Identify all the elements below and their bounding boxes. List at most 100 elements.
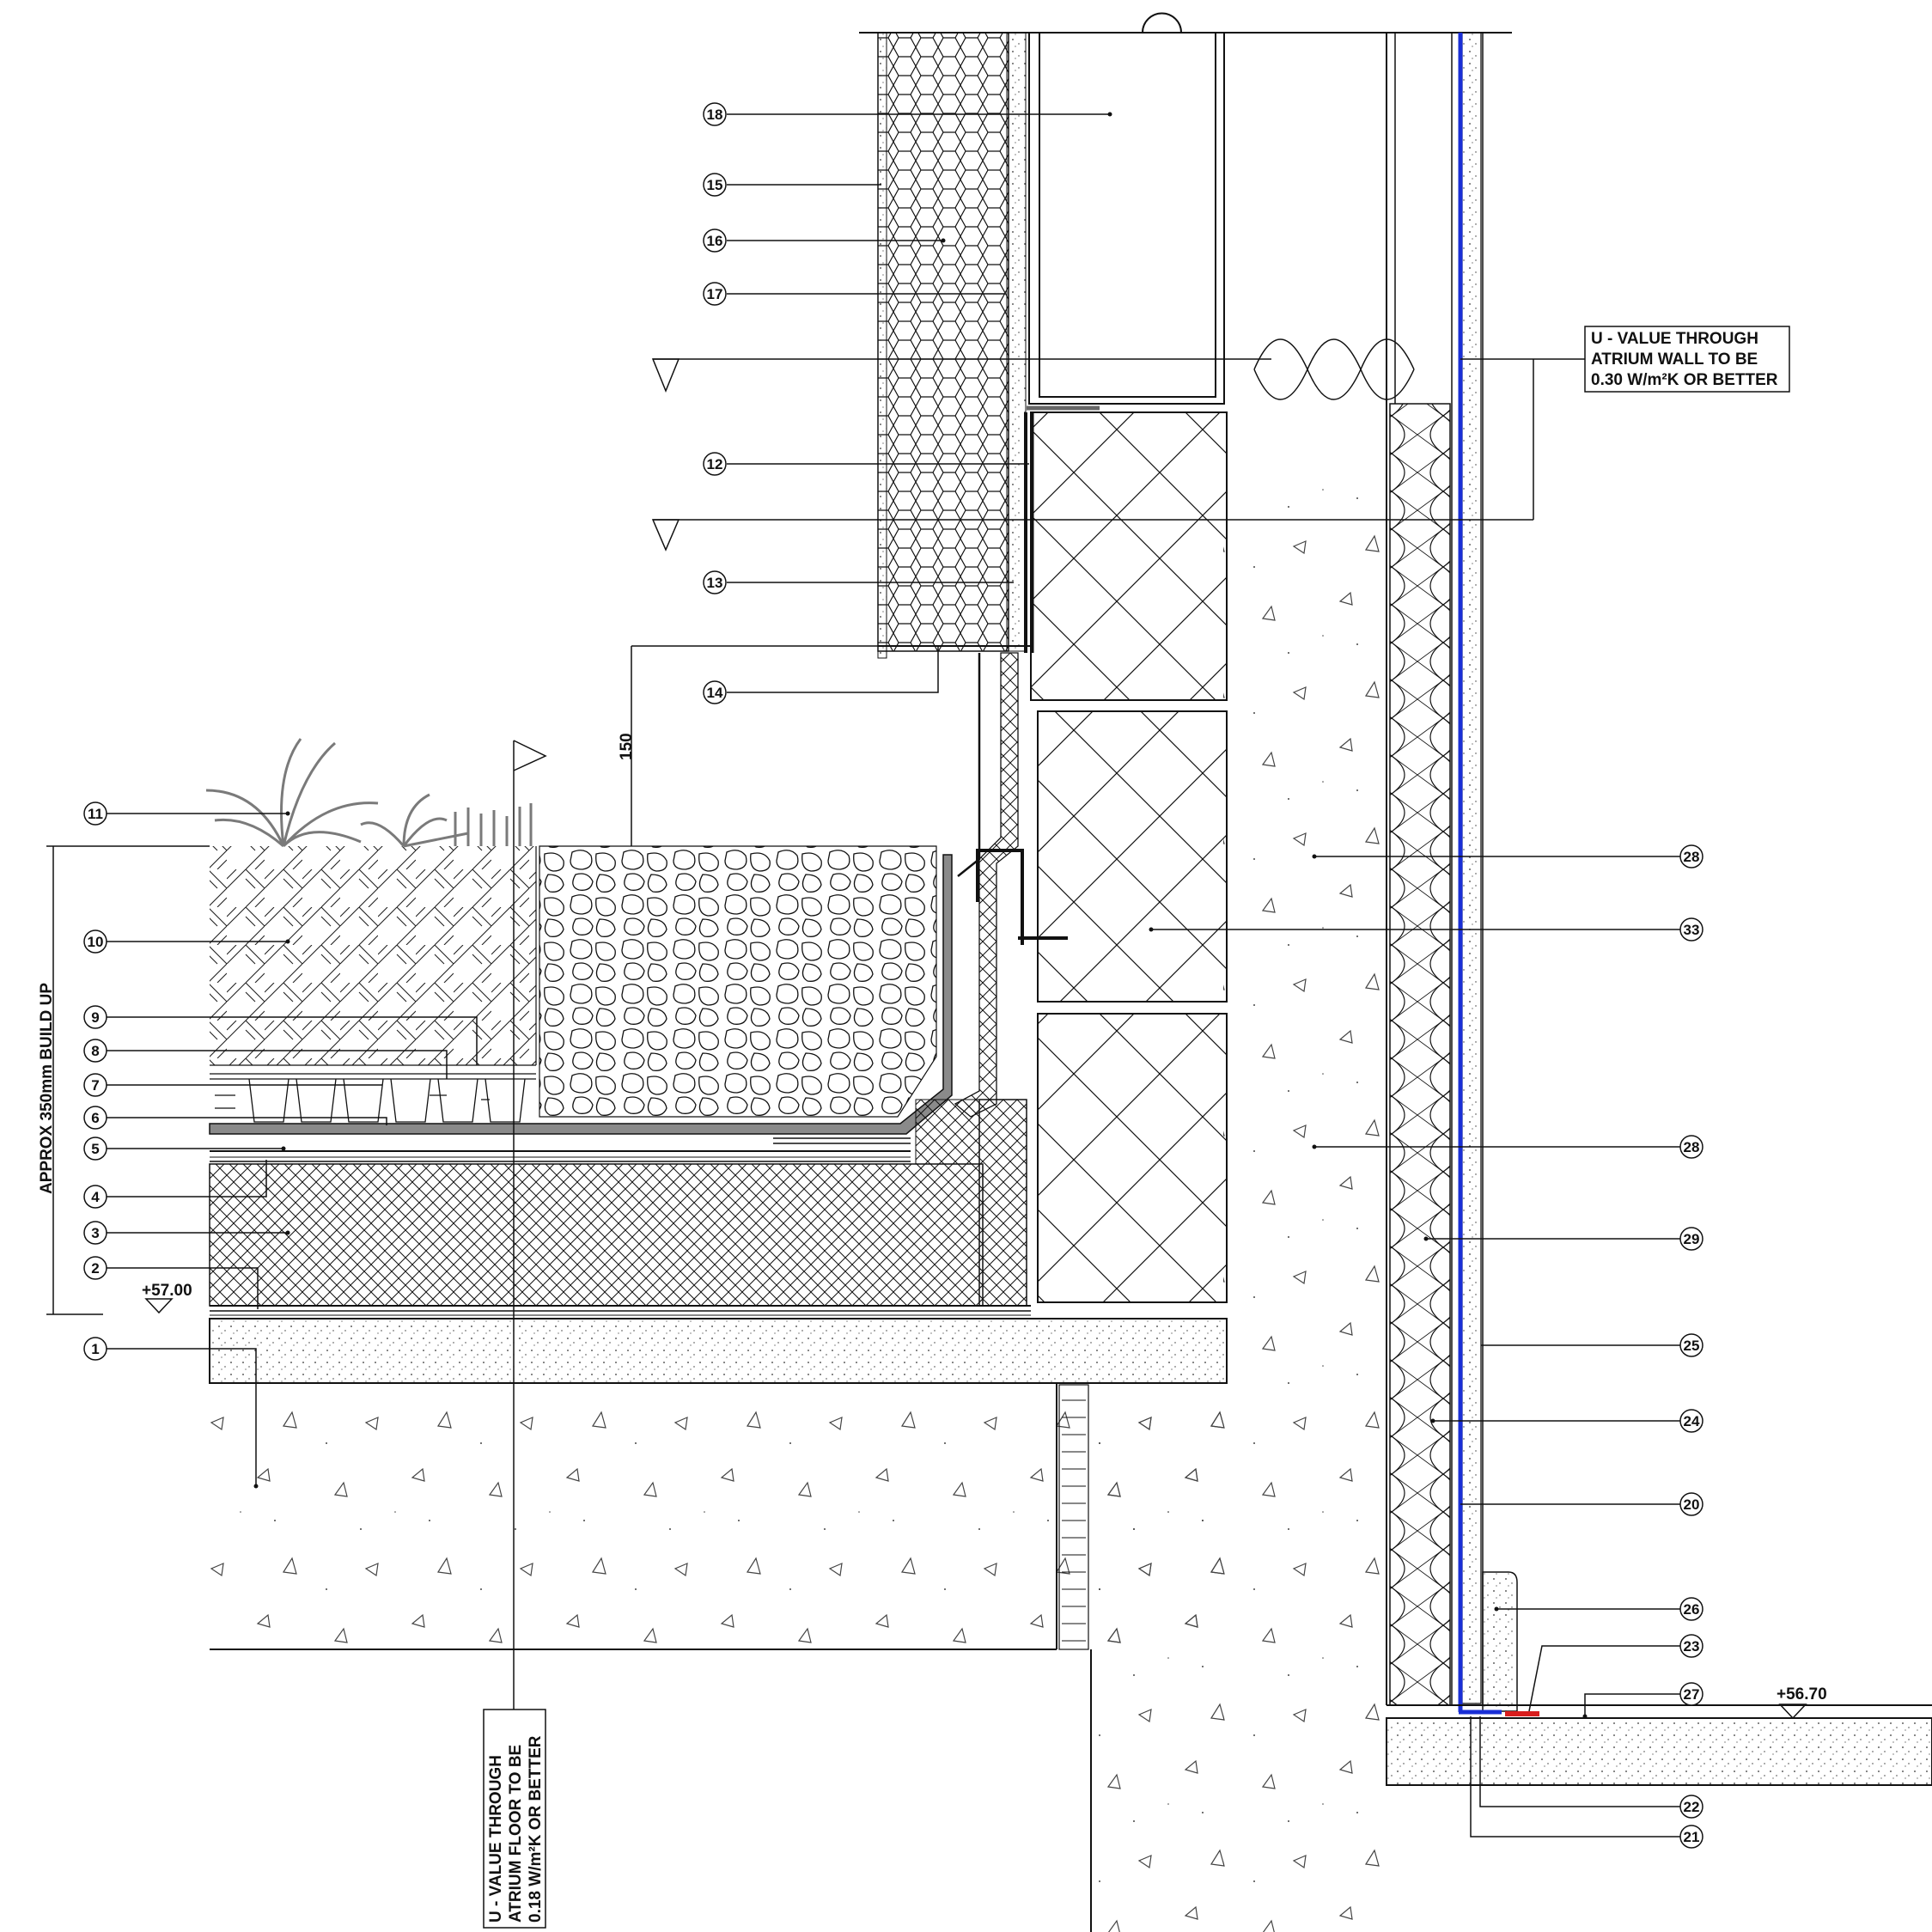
tag-22: 22 bbox=[1679, 1795, 1703, 1819]
tag-27: 27 bbox=[1679, 1682, 1703, 1706]
tag-14: 14 bbox=[703, 680, 727, 704]
capping-flashing bbox=[976, 849, 1024, 945]
svg-text:24: 24 bbox=[1684, 1413, 1700, 1429]
tag-17: 17 bbox=[703, 282, 727, 306]
svg-text:26: 26 bbox=[1684, 1601, 1700, 1618]
svg-text:6: 6 bbox=[91, 1110, 99, 1126]
tag-25: 25 bbox=[1679, 1333, 1703, 1357]
tag-12: 12 bbox=[703, 452, 727, 476]
wall-u-value-note: U - VALUE THROUGH ATRIUM WALL TO BE 0.30… bbox=[1584, 326, 1790, 393]
buildup-dimension bbox=[46, 845, 210, 1315]
floor-insulation bbox=[209, 1163, 984, 1307]
tag-9: 9 bbox=[83, 1005, 107, 1029]
svg-text:+57.00: +57.00 bbox=[142, 1282, 192, 1300]
tag-28-upper: 28 bbox=[1679, 844, 1703, 868]
floor-membranes bbox=[210, 1150, 1031, 1316]
upstand-membrane bbox=[954, 652, 1019, 1118]
svg-text:+56.70: +56.70 bbox=[1777, 1685, 1827, 1703]
svg-text:17: 17 bbox=[707, 286, 723, 302]
svg-text:7: 7 bbox=[91, 1077, 99, 1094]
planting bbox=[205, 738, 533, 848]
svg-text:28: 28 bbox=[1684, 849, 1700, 865]
tag-16: 16 bbox=[703, 229, 727, 253]
tag-11: 11 bbox=[83, 801, 107, 826]
right-leaders bbox=[1151, 856, 1680, 1838]
tag-1: 1 bbox=[83, 1337, 107, 1361]
dimension-150-label: 150 bbox=[618, 733, 636, 760]
svg-text:22: 22 bbox=[1684, 1799, 1700, 1815]
svg-text:3: 3 bbox=[91, 1225, 99, 1241]
tag-28-lower: 28 bbox=[1679, 1135, 1703, 1159]
protection-board bbox=[209, 854, 953, 1135]
upper-cladding bbox=[877, 32, 1034, 659]
svg-text:28: 28 bbox=[1684, 1139, 1700, 1155]
svg-text:33: 33 bbox=[1684, 922, 1700, 938]
finished-floor-slab bbox=[1386, 1717, 1932, 1786]
upper-frame bbox=[859, 12, 1512, 411]
tag-26: 26 bbox=[1679, 1597, 1703, 1621]
atrium-wall-insulation bbox=[1389, 403, 1451, 1706]
upstand-insulation bbox=[978, 1099, 1027, 1307]
screed-slab bbox=[209, 1318, 1228, 1384]
skirting bbox=[1482, 1571, 1518, 1712]
datum-lines bbox=[651, 358, 1585, 552]
floor-u-value-note: U - VALUE THROUGH ATRIUM FLOOR TO BE 0.1… bbox=[483, 1709, 546, 1929]
svg-text:20: 20 bbox=[1684, 1496, 1700, 1513]
left-leaders bbox=[107, 113, 1110, 1486]
tag-6: 6 bbox=[83, 1106, 107, 1130]
svg-text:U - VALUE THROUGH: U - VALUE THROUGH bbox=[487, 1755, 505, 1923]
tag-13: 13 bbox=[703, 570, 727, 594]
svg-text:10: 10 bbox=[88, 934, 104, 950]
svg-text:18: 18 bbox=[707, 107, 723, 123]
svg-text:ATRIUM FLOOR TO BE: ATRIUM FLOOR TO BE bbox=[507, 1745, 525, 1923]
svg-text:2: 2 bbox=[91, 1260, 99, 1277]
growing-medium bbox=[210, 846, 536, 1065]
svg-text:25: 25 bbox=[1684, 1338, 1700, 1354]
tag-7: 7 bbox=[83, 1073, 107, 1097]
svg-text:1: 1 bbox=[91, 1341, 99, 1357]
svg-text:8: 8 bbox=[91, 1043, 99, 1059]
buildup-label: APPROX 350mm BUILD UP bbox=[38, 983, 56, 1194]
tag-21: 21 bbox=[1679, 1825, 1703, 1849]
svg-text:4: 4 bbox=[91, 1189, 100, 1205]
tag-15: 15 bbox=[703, 173, 727, 197]
svg-text:9: 9 bbox=[91, 1009, 99, 1026]
svg-text:27: 27 bbox=[1684, 1686, 1700, 1703]
tag-24: 24 bbox=[1679, 1409, 1703, 1433]
svg-text:15: 15 bbox=[707, 177, 723, 193]
svg-text:13: 13 bbox=[707, 575, 723, 591]
tag-2: 2 bbox=[83, 1256, 107, 1280]
svg-text:U - VALUE THROUGH: U - VALUE THROUGH bbox=[1591, 330, 1758, 348]
tag-29: 29 bbox=[1679, 1227, 1703, 1251]
tag-4: 4 bbox=[83, 1185, 107, 1209]
tag-3: 3 bbox=[83, 1221, 107, 1245]
tag-10: 10 bbox=[83, 929, 107, 954]
tag-20: 20 bbox=[1679, 1492, 1703, 1516]
dimension-150 bbox=[631, 645, 878, 846]
concrete-slab-lower bbox=[210, 481, 1391, 1932]
svg-text:ATRIUM WALL TO BE: ATRIUM WALL TO BE bbox=[1591, 350, 1758, 369]
svg-text:29: 29 bbox=[1684, 1231, 1700, 1247]
tag-8: 8 bbox=[83, 1039, 107, 1063]
tag-5: 5 bbox=[83, 1137, 107, 1161]
svg-text:12: 12 bbox=[707, 456, 723, 472]
svg-text:5: 5 bbox=[91, 1141, 99, 1157]
leader-dots bbox=[253, 112, 1588, 1719]
tag-33: 33 bbox=[1679, 917, 1703, 942]
drainage-cells bbox=[210, 1073, 536, 1123]
tag-23: 23 bbox=[1679, 1634, 1703, 1658]
level-marker-upper: +57.00 bbox=[142, 1282, 192, 1314]
wall-board bbox=[1461, 32, 1482, 1704]
svg-text:16: 16 bbox=[707, 233, 723, 249]
svg-text:23: 23 bbox=[1684, 1638, 1700, 1655]
svg-text:14: 14 bbox=[707, 685, 723, 701]
svg-text:11: 11 bbox=[88, 806, 103, 822]
pebble-strip bbox=[539, 845, 937, 1118]
flag-icon bbox=[513, 740, 547, 771]
tag-18: 18 bbox=[703, 102, 727, 126]
svg-text:0.30 W/m²K OR BETTER: 0.30 W/m²K OR BETTER bbox=[1591, 371, 1778, 389]
svg-text:0.18 W/m²K OR BETTER: 0.18 W/m²K OR BETTER bbox=[527, 1735, 545, 1923]
level-marker-lower: +56.70 bbox=[1777, 1685, 1827, 1720]
masonry-blocks bbox=[1030, 411, 1228, 1303]
